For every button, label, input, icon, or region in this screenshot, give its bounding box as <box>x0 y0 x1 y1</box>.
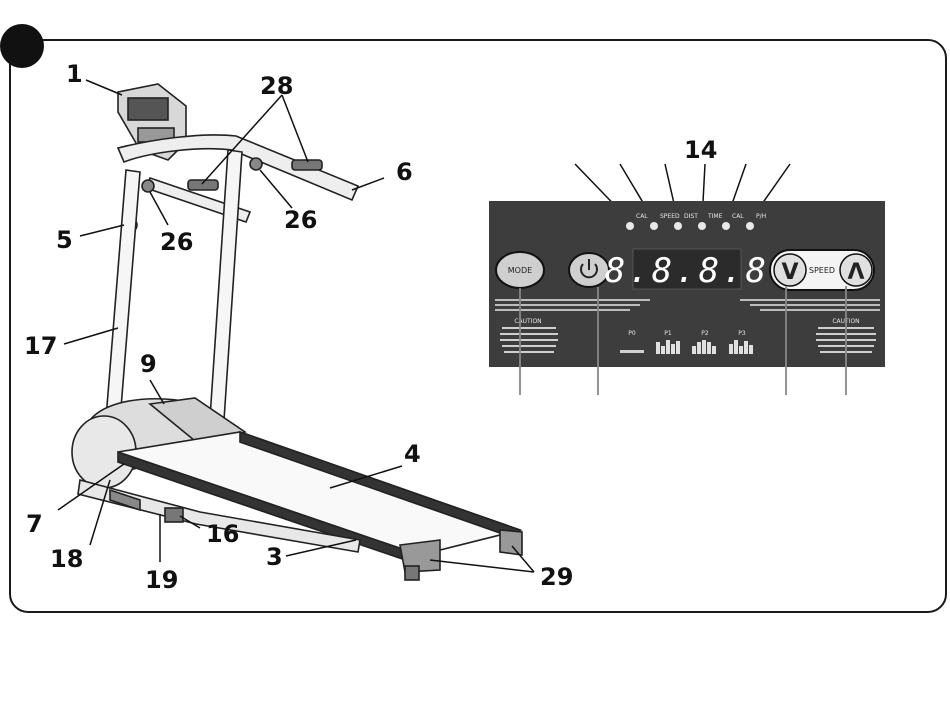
indicator-label: CAL <box>732 213 744 220</box>
indicator-label: DIST <box>684 213 698 220</box>
speed-down-button[interactable]: V <box>774 254 806 286</box>
console-screen <box>128 98 168 120</box>
callout-3: 3 <box>266 543 283 571</box>
knob-right <box>250 158 262 170</box>
callout-9: 9 <box>140 350 157 378</box>
program-label: P3 <box>738 330 746 337</box>
callout-26-left: 26 <box>160 228 193 256</box>
pulse-grip-right <box>292 160 322 170</box>
treadmill-illustration <box>72 84 522 580</box>
callout-6: 6 <box>396 158 413 186</box>
callout-1: 1 <box>66 60 83 88</box>
callout-17: 17 <box>24 332 57 360</box>
pulse-grip-left <box>188 180 218 190</box>
callout-4: 4 <box>404 440 421 468</box>
callout-29: 29 <box>540 563 573 591</box>
mode-button[interactable]: MODE <box>496 252 544 288</box>
caution-title: CAUTION <box>514 318 541 325</box>
callout-16: 16 <box>206 520 239 548</box>
led-display: 8.8.8.8 <box>605 249 769 291</box>
foot-rear <box>405 566 419 580</box>
program-label: P1 <box>664 330 672 337</box>
speed-label: SPEED <box>809 266 835 275</box>
callout-19: 19 <box>145 566 178 594</box>
power-button[interactable] <box>569 253 609 287</box>
callout-14: 14 <box>684 136 717 164</box>
indicator-label: CAL <box>636 213 648 220</box>
speed-up-button[interactable]: Λ <box>840 254 872 286</box>
foot-16 <box>165 508 183 522</box>
chevron-up-icon: Λ <box>847 260 864 285</box>
callout-7: 7 <box>26 510 43 538</box>
knob-left <box>142 180 154 192</box>
program-label: P0 <box>628 330 636 337</box>
callout-28: 28 <box>260 72 293 100</box>
console-panel-detail: CAL SPEED DIST TIME CAL P/H MODE 8.8.8.8 <box>489 164 885 395</box>
callout-26-right: 26 <box>284 206 317 234</box>
chevron-down-icon: V <box>781 260 798 285</box>
indicator-label: P/H <box>756 213 766 220</box>
indicator-label: TIME <box>707 213 723 220</box>
led-display-value: 8.8.8.8 <box>605 251 769 291</box>
rear-roller-cap-right <box>500 530 522 555</box>
indicator-label: SPEED <box>660 213 680 220</box>
program-label: P2 <box>701 330 709 337</box>
step-marker <box>0 24 44 68</box>
mode-button-label: MODE <box>508 266 532 275</box>
speed-control: V SPEED Λ <box>770 250 874 290</box>
callout-18: 18 <box>50 545 83 573</box>
callout-5: 5 <box>56 226 73 254</box>
